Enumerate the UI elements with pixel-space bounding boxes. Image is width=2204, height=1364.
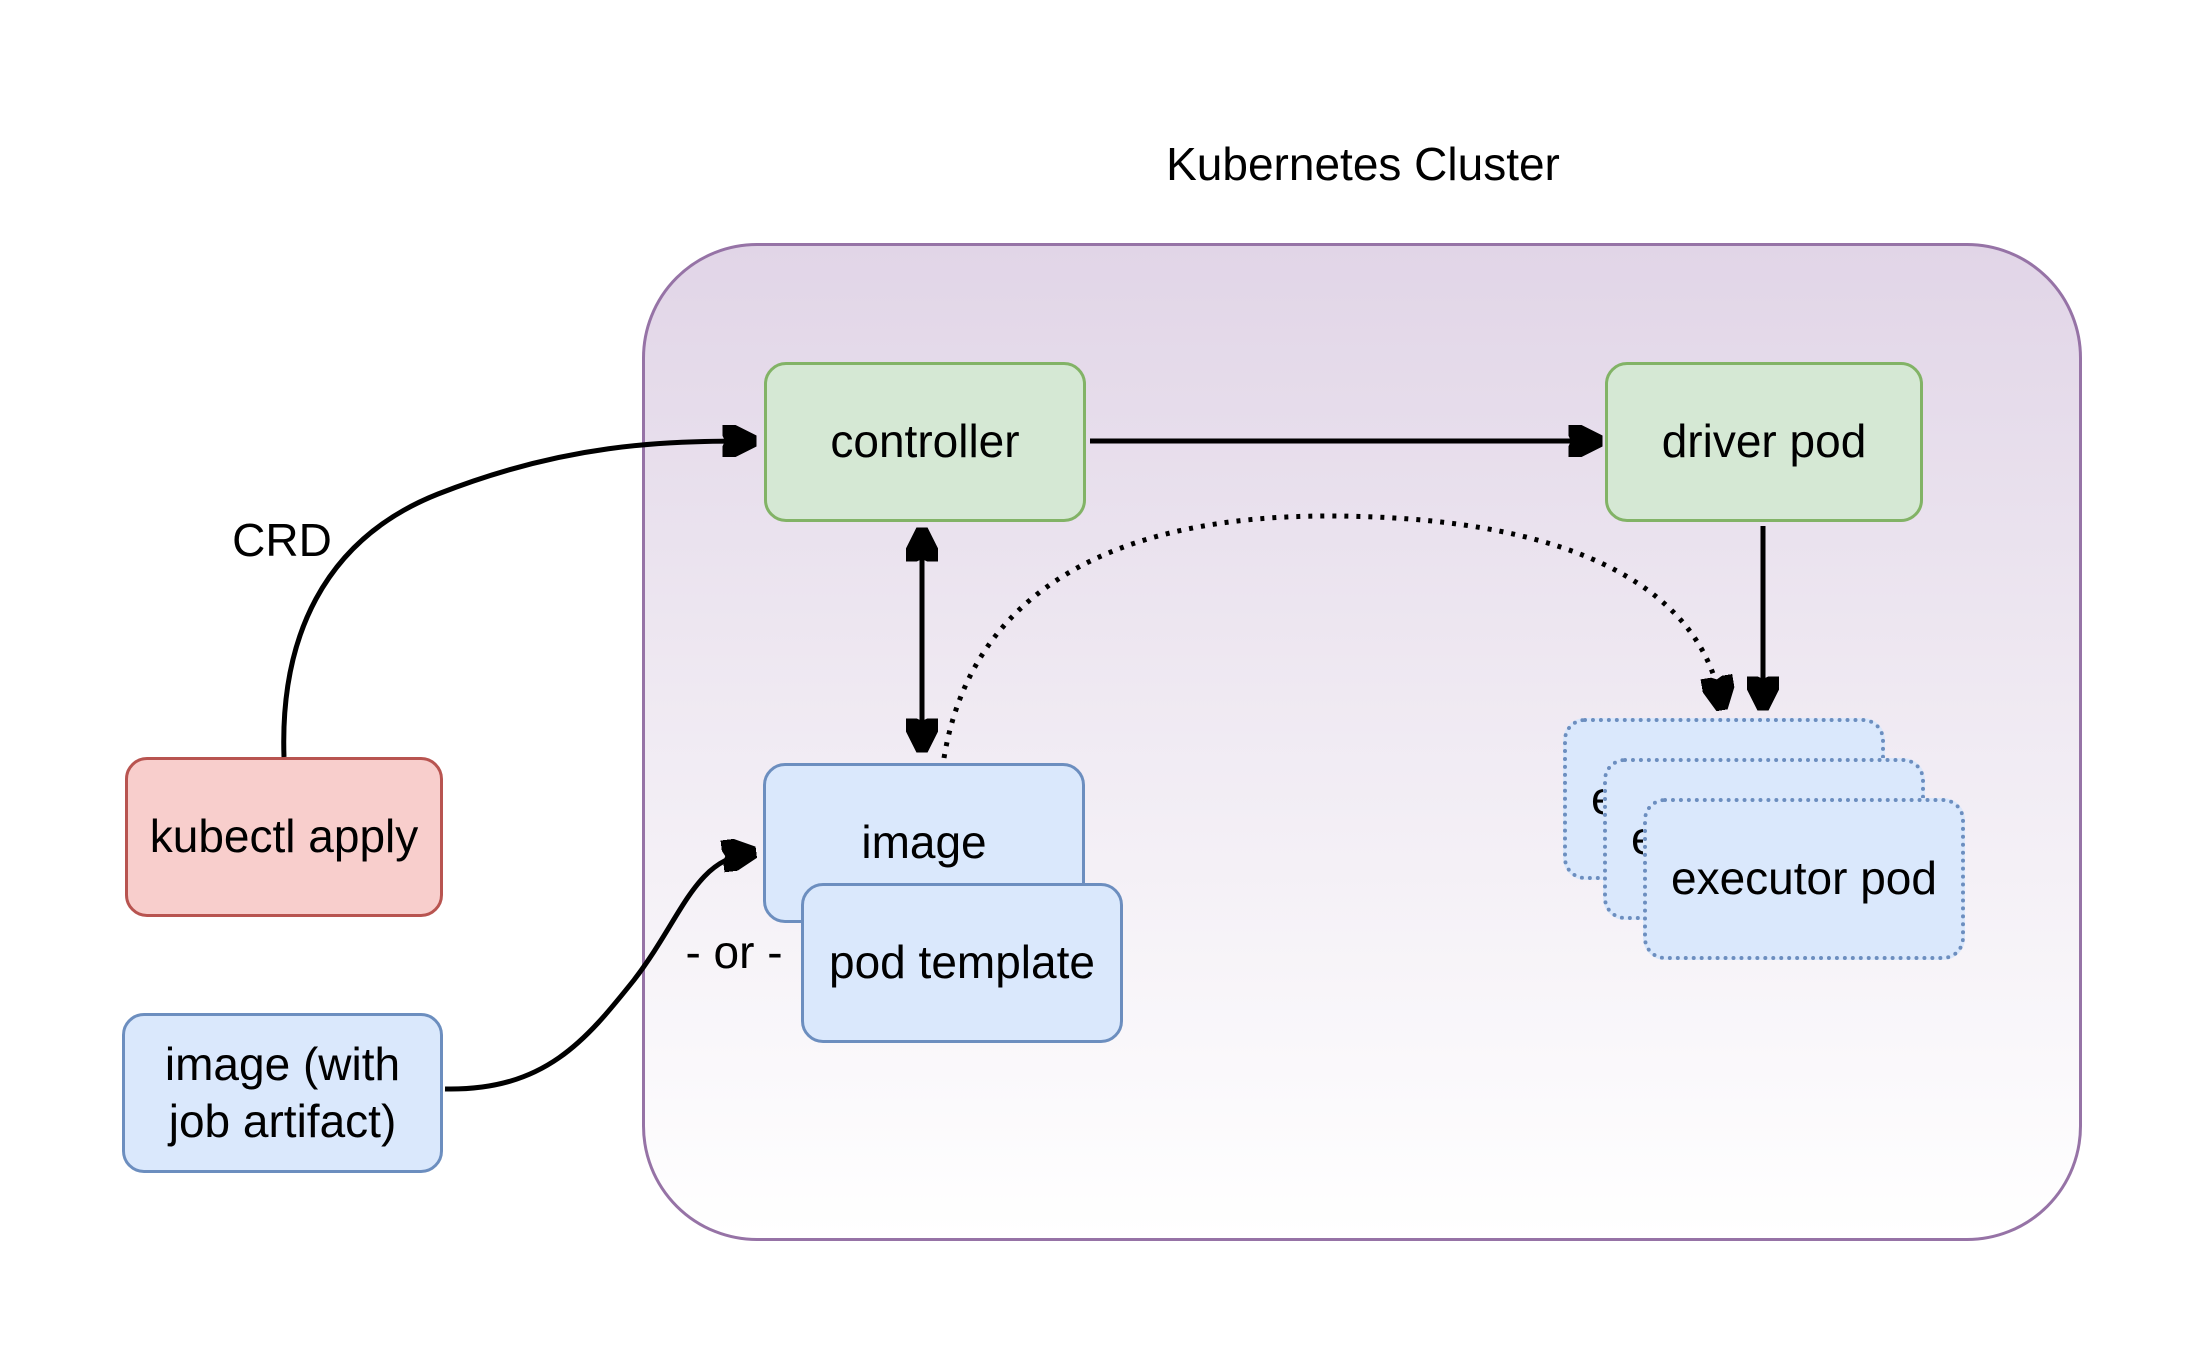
diagram-title: Kubernetes Cluster xyxy=(1166,138,1560,190)
node-driver-pod-label: driver pod xyxy=(1661,415,1867,468)
node-executor-pod-front: executor pod xyxy=(1643,798,1965,960)
node-controller-label: controller xyxy=(830,415,1020,468)
node-pod-template: pod template xyxy=(801,883,1123,1043)
node-image-label: image xyxy=(861,816,987,869)
node-kubectl-apply: kubectl apply xyxy=(125,757,443,917)
node-driver-pod: driver pod xyxy=(1605,362,1923,522)
node-controller: controller xyxy=(764,362,1086,522)
node-pod-template-label: pod template xyxy=(829,936,1095,989)
edge-label-or: - or - xyxy=(685,926,783,978)
node-kubectl-apply-label: kubectl apply xyxy=(149,810,419,863)
node-image-with-job-artifact: image (with job artifact) xyxy=(122,1013,443,1173)
node-image-with-job-artifact-label: image (with job artifact) xyxy=(164,1037,401,1148)
node-executor-pod-front-label: executor pod xyxy=(1671,852,1937,905)
edge-label-crd: CRD xyxy=(232,514,332,566)
